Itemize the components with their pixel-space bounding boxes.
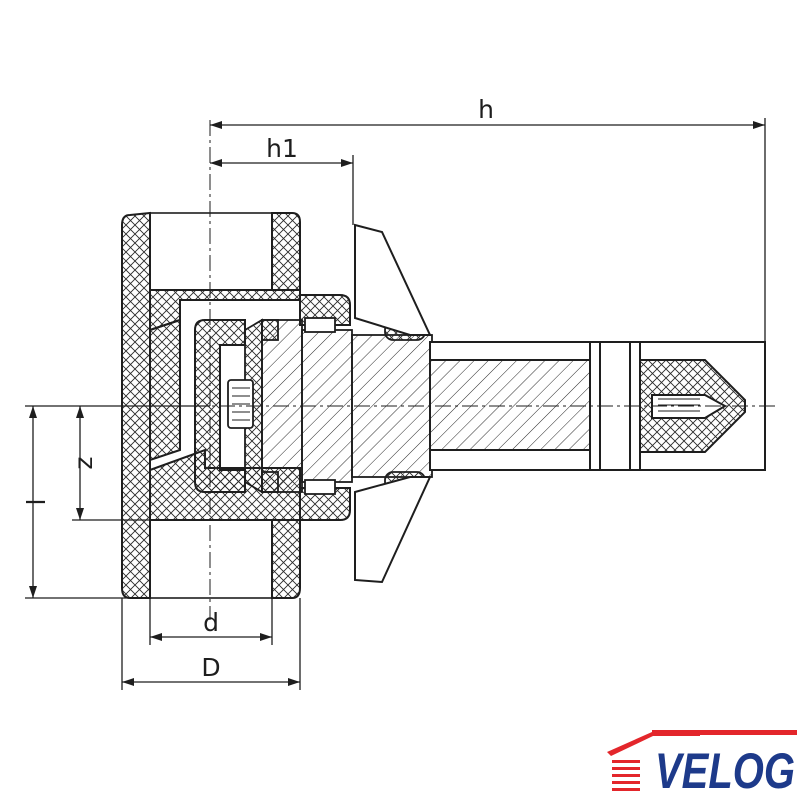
logo-text: VELOG [655, 743, 795, 799]
lever-handle [354, 223, 432, 584]
socket-outlines [149, 212, 273, 599]
body-mid-band [149, 318, 181, 462]
body-top-socket-wall [271, 212, 301, 291]
label-d: d [203, 608, 219, 637]
spindle-extension [429, 341, 766, 471]
label-z: z [69, 456, 98, 469]
label-l: l [22, 499, 51, 506]
cartridge-screw [227, 379, 254, 429]
velog-logo: VELOG [607, 730, 797, 799]
body-bottom-socket-wall [271, 519, 301, 599]
dimension-lines [25, 118, 766, 690]
centerlines [30, 120, 775, 620]
label-D: D [201, 653, 220, 682]
logo-stripes-icon [612, 760, 640, 791]
label-h: h [478, 95, 494, 124]
label-h1: h1 [266, 134, 298, 163]
